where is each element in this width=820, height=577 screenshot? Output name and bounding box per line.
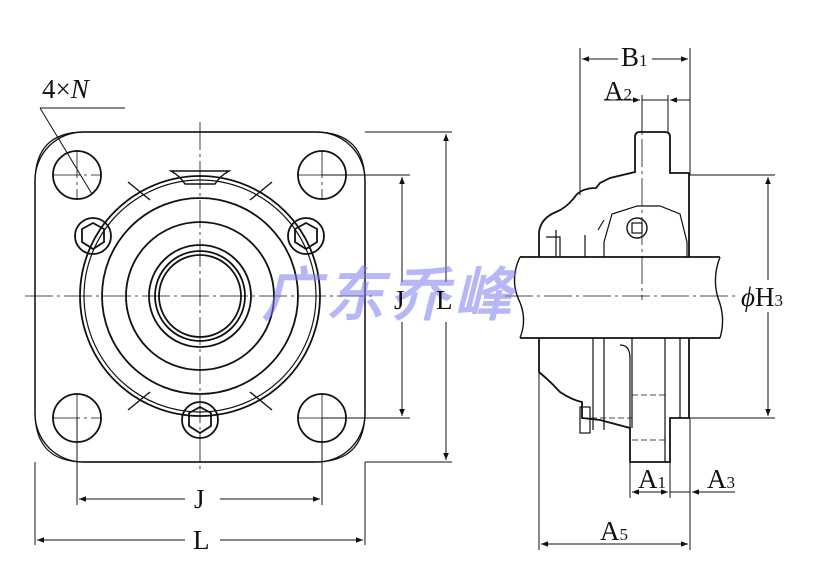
label-A2: A2 xyxy=(604,78,632,105)
B1-main: B xyxy=(621,42,640,72)
diameter-symbol: ϕ xyxy=(741,282,755,312)
label-A1: A1 xyxy=(638,466,666,493)
label-B1: B1 xyxy=(621,44,648,71)
side-view xyxy=(513,131,724,463)
front-view xyxy=(25,107,375,472)
A2-main: A xyxy=(604,76,624,106)
watermark-text: 广东乔峰 xyxy=(262,261,519,329)
label-H3: ϕH3 xyxy=(741,284,783,311)
label-L-right: L xyxy=(436,285,453,315)
front-dimensions xyxy=(34,131,452,545)
label-J-right: J xyxy=(394,285,405,315)
bolt-hole-symbol: N xyxy=(70,74,89,104)
B1-sub: 1 xyxy=(639,51,648,70)
label-A5: A5 xyxy=(600,518,628,545)
A3-sub: 3 xyxy=(726,473,736,492)
H3-main: H xyxy=(754,282,775,312)
A1-main: A xyxy=(638,464,658,494)
label-A3: A3 xyxy=(707,466,735,493)
A3-main: A xyxy=(707,464,727,494)
A1-sub: 1 xyxy=(657,473,667,492)
label-bolt-holes: 4×N xyxy=(42,76,89,103)
H3-sub: 3 xyxy=(774,291,783,310)
label-J-bottom: J xyxy=(194,484,205,514)
A2-sub: 2 xyxy=(623,85,633,104)
A5-sub: 5 xyxy=(619,525,629,544)
side-dimensions xyxy=(538,48,775,550)
times-symbol: × xyxy=(55,74,71,104)
side-centerlines xyxy=(505,100,735,300)
A5-main: A xyxy=(600,516,620,546)
label-L-bottom: L xyxy=(193,525,210,555)
bolt-count: 4 xyxy=(42,74,56,104)
